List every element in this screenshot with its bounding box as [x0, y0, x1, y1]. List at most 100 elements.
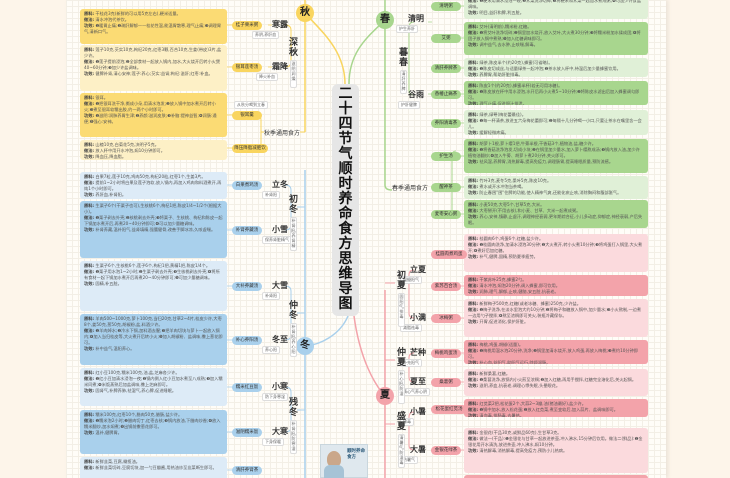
- recipe-name-spring[interactable]: 养阳清毒茶: [431, 118, 461, 128]
- recipe-name-spring[interactable]: 清肝养脾茶: [431, 63, 461, 73]
- field-text: 养肝血,补肾阳。: [95, 192, 127, 197]
- solar-term-winter[interactable]: 大雪: [272, 281, 288, 290]
- recipe-card: 原料: 糯米100克,红枣10个,腊肉50克,腊肠,盐少许。做法: ❶糯米泡2小…: [80, 410, 227, 454]
- recipe-name-autumn[interactable]: 降压降脂减肥饮: [232, 143, 268, 153]
- recipe-name-spring[interactable]: 清明粥: [431, 1, 461, 11]
- recipe-effect: 功效: 缓解轻微疼痛。: [468, 130, 644, 135]
- recipe-name-autumn[interactable]: 银耳莲枣汤: [232, 62, 262, 72]
- season-summer[interactable]: 夏: [376, 387, 394, 405]
- connector: [284, 24, 292, 68]
- solar-term-autumn[interactable]: 霜降: [272, 62, 288, 71]
- recipe-method: 做法: ❶桂圆肉洗净,加清水浸泡30分钟;❷大火煮开,转小火煮10分钟;❸将鸡蛋…: [468, 242, 644, 254]
- recipe-card: 原料: 银耳。做法: ❶把银耳洗干净,撕成小朵,用清水泡发;❷放入锅中加水煮开后…: [80, 93, 227, 137]
- general-recipes-spring[interactable]: 春季通用食方: [392, 185, 429, 192]
- field-text: 竹叶3克,麦冬5克,桑叶5克,陈皮10克。: [479, 178, 552, 183]
- connector: [408, 269, 415, 319]
- recipe-raw: 原料: 红小豆100克,糯米100克,油,盐,芝麻各少许。: [84, 370, 223, 376]
- solar-term-winter[interactable]: 冬至: [272, 335, 288, 344]
- sub-season-winter[interactable]: 残冬: [288, 398, 298, 418]
- recipe-name-summer[interactable]: 梅桃鸡蛋汤: [431, 348, 461, 358]
- connector: [304, 12, 346, 85]
- field-label: 做法:: [468, 30, 479, 35]
- solar-term-tag: 养阴,养肝血: [252, 31, 280, 39]
- recipe-name-winter[interactable]: 大补养藏汤: [232, 281, 262, 291]
- recipe-name-spring[interactable]: 醒神茶: [431, 182, 461, 192]
- sub-season-winter[interactable]: 初冬: [288, 195, 298, 215]
- solar-term-winter[interactable]: 立冬: [272, 180, 288, 189]
- sub-season-tag: 清暑气,防湿毒: [398, 434, 405, 468]
- recipe-name-winter[interactable]: 滋阴糯米饭: [232, 427, 262, 437]
- recipe-name-autumn[interactable]: 银耳羹: [232, 110, 262, 120]
- sub-season-spring[interactable]: 暮春: [398, 48, 408, 68]
- field-label: 做法:: [84, 376, 95, 381]
- solar-term-spring[interactable]: 清明: [408, 14, 424, 23]
- sub-season-winter[interactable]: 仲冬: [288, 301, 298, 321]
- field-label: 功效:: [468, 159, 479, 164]
- solar-term-tag: 防下身寒湿: [262, 393, 288, 401]
- solar-term-summer[interactable]: 大暑: [410, 445, 426, 454]
- solar-term-winter[interactable]: 大寒: [272, 427, 288, 436]
- field-label: 功效:: [84, 23, 95, 28]
- recipe-card: 原料: 艾叶(清明前),糯米粉,红糖。做法: ❶将艾叶洗净切碎;❷锅里加水烧开,…: [464, 22, 648, 55]
- recipe-name-summer[interactable]: 松花蛋红苋汤: [431, 404, 467, 414]
- solar-term-summer[interactable]: 小暑: [410, 407, 426, 416]
- recipe-card: 原料: 绿茶,陈皮半个(约20克),蜂蜜(可省略)。做法: ❶陈皮切成丝,与适量…: [464, 58, 648, 77]
- solar-term-summer[interactable]: 芒种: [410, 348, 426, 357]
- recipe-effect: 功效: 养心,安神,镇静,止虚汗,调理神经衰弱,更年期综合征,小儿多动症,抑郁症…: [468, 214, 644, 226]
- recipe-name-winter[interactable]: 白果煮鸡汤: [232, 180, 262, 190]
- field-text: 降血压,降血脂。: [95, 154, 127, 159]
- season-winter[interactable]: 冬: [296, 337, 314, 355]
- recipe-name-winter[interactable]: 清肝养肾茶: [232, 465, 262, 475]
- recipe-card: 原料: 红小豆100克,糯米100克,油,盐,芝麻各少许。做法: ❶红小豆加清水…: [80, 368, 227, 406]
- solar-term-summer[interactable]: 立夏: [410, 265, 426, 274]
- recipe-name-winter[interactable]: 补心养阳汤: [232, 335, 262, 345]
- sub-season-autumn[interactable]: 深秋: [288, 38, 298, 58]
- recipe-effect: 功效: 固肾气,补脾养肺,祛湿气,养心脾,促进睡眠。: [84, 388, 223, 394]
- solar-term-autumn[interactable]: 寒露: [272, 20, 288, 29]
- field-label: 功效:: [468, 130, 479, 135]
- recipe-name-summer[interactable]: 桂圆肉煮鸡蛋: [431, 249, 467, 259]
- recipe-name-spring[interactable]: 护生汤: [431, 151, 461, 161]
- recipe-name-summer[interactable]: 紫苏百合汤: [431, 281, 461, 291]
- recipe-raw: 原料: 陈皮1个(约20克),蜂蜜半杯(若无可用冰糖)。: [468, 83, 644, 89]
- central-title: 二十四节气顺时养命食方思维导图: [332, 84, 359, 316]
- field-label: 功效:: [468, 190, 479, 195]
- recipe-name-winter[interactable]: 糯米红豆饭: [232, 382, 262, 392]
- sub-season-summer[interactable]: 初夏: [396, 271, 406, 291]
- recipe-name-summer[interactable]: 桑葚粥: [431, 377, 461, 387]
- recipe-name-winter[interactable]: 补肾养藏汤: [232, 225, 262, 235]
- sub-season-summer[interactable]: 仲夏: [396, 348, 406, 368]
- recipe-method: 做法: ❶锅中加水,放入松花蛋;❷放入红苋菜,煮至变软后,加入蒜片、盐调味即可。: [468, 407, 644, 413]
- solar-term-summer[interactable]: 小满: [410, 313, 426, 322]
- recipe-effect: 功效: 明目,益肝和脾,利五脏。: [468, 10, 644, 16]
- solar-term-winter[interactable]: 小雪: [272, 225, 288, 234]
- field-text: 补中益气,温阳养心。: [95, 346, 135, 351]
- season-autumn[interactable]: 秋: [296, 4, 314, 22]
- recipe-effect: 功效: 清热解毒,消热解毒,提高免疫力,预防小儿热病。: [468, 448, 644, 454]
- field-text: 新鲜韭菜切碎,豆腐切块,加一勺豆瓣酱,用热油炒至韭菜断生即可。: [95, 465, 217, 470]
- recipe-method: 做法: ❶桑葚洗净,放锅内小火煎至浓稠;❷加入红糖,再用手搅拌,红糖完全溶化后,…: [468, 377, 644, 383]
- recipe-method: 做法: 提前1~2小时将白果及莲子泡软,放入锅内,再加入鸡肉和料酒煮开,再炖1个…: [84, 180, 223, 192]
- recipe-name-spring[interactable]: 麦枣安心粥: [431, 209, 461, 219]
- recipe-raw: 原料: 山楂10克,白菊花5克,决明子5克。: [84, 142, 223, 148]
- sub-season-summer[interactable]: 盛夏: [396, 412, 406, 432]
- solar-term-winter[interactable]: 小寒: [272, 382, 288, 391]
- recipe-raw: 原料: 新鲜桑葚,红糖。: [468, 371, 644, 377]
- general-recipes-autumn[interactable]: 秋季通用食方: [264, 130, 301, 137]
- recipe-method: 做法: ❶栗子用水泡1~2小时;❷生栗子剥去外壳;❸生核桃剥去外壳;❹将所有食材…: [84, 269, 223, 281]
- field-text: 养心,安神,镇静,止虚汗,调理神经衰弱,更年期综合征,小儿多动症,抑郁症,神经衰…: [468, 214, 643, 225]
- recipe-effect: 功效: 养脾胃,帮助肝脏排毒。: [468, 72, 644, 77]
- recipe-name-spring[interactable]: 香椿止痛茶: [431, 89, 461, 99]
- season-spring[interactable]: 春: [376, 11, 394, 29]
- recipe-name-summer[interactable]: 冰梅粥: [431, 313, 461, 323]
- recipe-name-autumn[interactable]: 桂子栗米粥: [232, 20, 262, 30]
- connector: [353, 315, 386, 397]
- recipe-name-summer[interactable]: 金银花绿茶: [431, 445, 461, 455]
- recipe-effect: 功效: 补心血,益阳气,助阳气运行,除烦润肠。: [468, 360, 644, 364]
- solar-term-summer[interactable]: 夏至: [410, 377, 426, 386]
- recipe-name-spring[interactable]: 艾粥: [431, 33, 461, 43]
- field-text: ❶羊肉焯水;❷冷水下锅,加料酒去腥;❸把羊肉切块与萝卜一起放入锅内;❹加入当归桂…: [84, 328, 223, 345]
- recipe-method: 做法: ❶将艾叶洗净切碎;❷锅里加水烧开,放入艾叶,大火煮30分钟;❸将糯米粉加…: [468, 30, 644, 42]
- solar-term-tag: 补充阳气: [400, 359, 422, 367]
- solar-term-spring[interactable]: 谷雨: [408, 90, 424, 99]
